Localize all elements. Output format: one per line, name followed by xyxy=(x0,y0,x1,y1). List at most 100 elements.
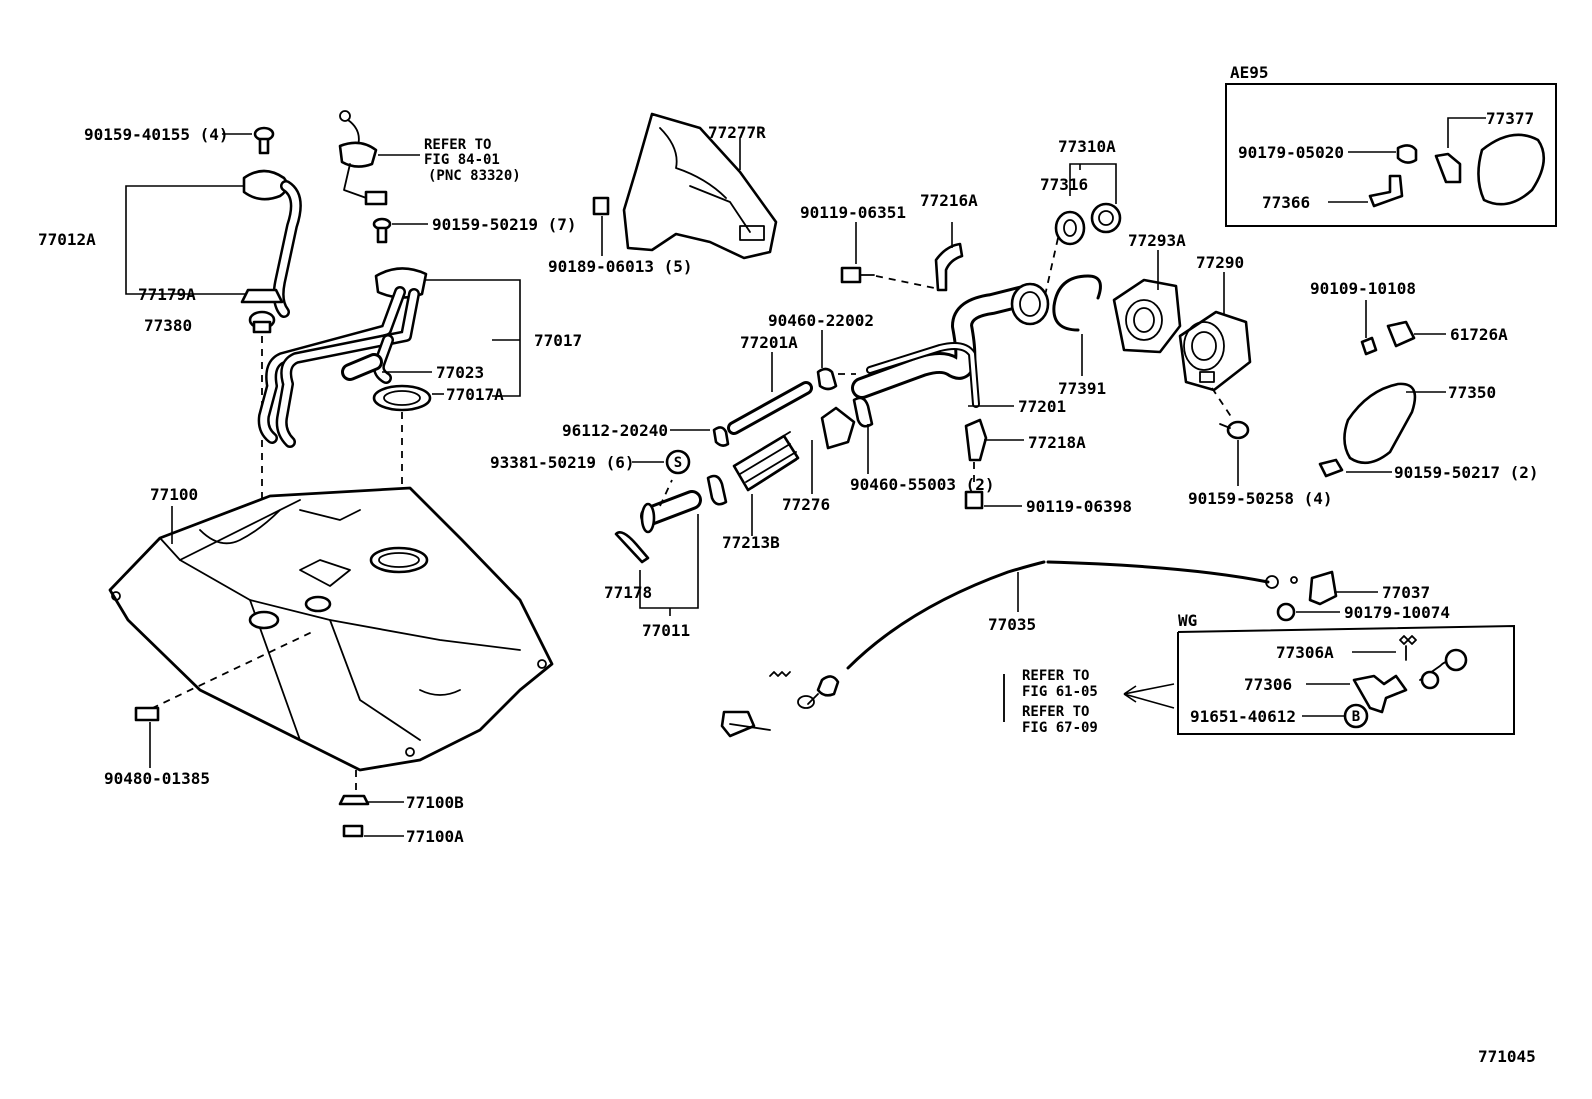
label-77213b: 77213B xyxy=(722,533,780,552)
bolt-77100a xyxy=(342,824,364,838)
label-refer-84-01-line3: (PNC 83320) xyxy=(428,168,521,184)
wg-box-title: WG xyxy=(1178,611,1197,630)
marker-s-circle: S xyxy=(665,449,691,475)
label-90159-50217: 90159-50217 (2) xyxy=(1394,463,1539,482)
label-90159-50258: 90159-50258 (4) xyxy=(1188,489,1333,508)
label-77366: 77366 xyxy=(1262,193,1310,212)
fuel-tank-77100 xyxy=(108,486,554,772)
vent-tube-77012a xyxy=(240,169,302,318)
label-77310a: 77310A xyxy=(1058,137,1116,156)
lid-opener-cable-77035 xyxy=(720,560,1298,738)
lid-77377 xyxy=(1434,133,1546,206)
label-77306: 77306 xyxy=(1244,675,1292,694)
grommet-90179-05020 xyxy=(1396,144,1418,164)
label-77201: 77201 xyxy=(1018,397,1066,416)
clamp-77216a xyxy=(934,242,964,292)
protector-77277r xyxy=(622,112,778,260)
grommet-77310a xyxy=(1090,202,1122,234)
figure-number: 771045 xyxy=(1478,1047,1536,1066)
spring-77306a xyxy=(1399,635,1417,661)
bolt-90159-50219 xyxy=(372,217,392,244)
label-90119-06398: 90119-06398 xyxy=(1026,497,1132,516)
label-77178: 77178 xyxy=(604,583,652,602)
spring-77366 xyxy=(1368,174,1404,208)
label-77216a: 77216A xyxy=(920,191,978,210)
gasket-77316 xyxy=(1054,210,1086,246)
filler-pipe-77201 xyxy=(851,282,1050,408)
bolt-90159-40155 xyxy=(253,126,275,155)
label-91651-40612: 91651-40612 xyxy=(1190,707,1296,726)
label-90159-50219: 90159-50219 (7) xyxy=(432,215,577,234)
label-77100b: 77100B xyxy=(406,793,464,812)
label-77035: 77035 xyxy=(988,615,1036,634)
ae95-box-title: AE95 xyxy=(1230,63,1269,82)
label-77100: 77100 xyxy=(150,485,198,504)
clip-90480-01385 xyxy=(134,706,160,722)
clamp-90460-22002 xyxy=(816,367,838,391)
filler-neck-77293a xyxy=(1112,278,1182,354)
grommet-77380 xyxy=(248,310,276,334)
lever-77306 xyxy=(1352,648,1468,714)
label-90159-40155: 90159-40155 (4) xyxy=(84,125,229,144)
label-90460-22002: 90460-22002 xyxy=(768,311,874,330)
label-77293a: 77293A xyxy=(1128,231,1186,250)
bolt-90119-06398 xyxy=(964,490,984,510)
label-refer-67-09-line2: FIG 67-09 xyxy=(1022,720,1098,736)
breather-hose-77201a xyxy=(727,381,813,435)
lock-77037 xyxy=(1308,570,1338,606)
filler-inlet-77178 xyxy=(614,490,702,564)
label-77290: 77290 xyxy=(1196,253,1244,272)
label-90189-06013: 90189-06013 (5) xyxy=(548,257,693,276)
bellows-hose-77213b xyxy=(732,431,800,492)
label-77218a: 77218A xyxy=(1028,433,1086,452)
screw-90159-50217 xyxy=(1318,458,1344,478)
clip-90189-06013 xyxy=(592,196,610,216)
label-77023: 77023 xyxy=(436,363,484,382)
label-77017a: 77017A xyxy=(446,385,504,404)
label-93381-50219: 93381-50219 (6) xyxy=(490,453,635,472)
label-77306a: 77306A xyxy=(1276,643,1334,662)
label-90179-05020: 90179-05020 xyxy=(1238,143,1344,162)
hose-77023 xyxy=(341,353,383,381)
label-refer-61-05-line1: REFER TO xyxy=(1022,668,1089,684)
marker-b-circle: B xyxy=(1343,703,1369,729)
label-77037: 77037 xyxy=(1382,583,1430,602)
clamp-96112-20240 xyxy=(712,426,730,447)
grommet-90179-10074 xyxy=(1276,602,1296,622)
label-90460-55003: 90460-55003 (2) xyxy=(850,475,995,494)
label-96112-20240: 96112-20240 xyxy=(562,421,668,440)
label-77017: 77017 xyxy=(534,331,582,350)
label-90109-10108: 90109-10108 xyxy=(1310,279,1416,298)
bracket-77218a xyxy=(964,418,988,462)
label-90480-01385: 90480-01385 xyxy=(104,769,210,788)
wg-box xyxy=(1177,624,1515,735)
label-77100a: 77100A xyxy=(406,827,464,846)
label-refer-61-05-line2: FIG 61-05 xyxy=(1022,684,1098,700)
marker-b: B xyxy=(1352,709,1360,725)
label-77277r: 77277R xyxy=(708,123,766,142)
hinge-61726a xyxy=(1386,320,1416,348)
label-77276: 77276 xyxy=(782,495,830,514)
label-refer-84-01-line1: REFER TO xyxy=(424,137,491,153)
labels: 90159-40155 (4) 77012A 77179A 77380 REFE… xyxy=(38,63,1539,1066)
clamp-90460-55003 xyxy=(706,396,874,506)
label-61726a: 61726A xyxy=(1450,325,1508,344)
screw-90159-50258 xyxy=(1219,420,1250,440)
fuel-lid-77350 xyxy=(1343,382,1417,465)
label-77012a: 77012A xyxy=(38,230,96,249)
ring-77391 xyxy=(1052,274,1102,332)
label-90119-06351: 90119-06351 xyxy=(800,203,906,222)
label-77377: 77377 xyxy=(1486,109,1534,128)
label-77391: 77391 xyxy=(1058,379,1106,398)
label-77380: 77380 xyxy=(144,316,192,335)
nut-77100b xyxy=(338,794,370,806)
screw-90109-10108 xyxy=(1360,336,1378,356)
fuel-pump-tube-assembly-77017 xyxy=(257,267,428,448)
label-77316: 77316 xyxy=(1040,175,1088,194)
label-90179-10074: 90179-10074 xyxy=(1344,603,1450,622)
label-77011: 77011 xyxy=(642,621,690,640)
label-refer-67-09-line1: REFER TO xyxy=(1022,704,1089,720)
gasket-77017a xyxy=(372,384,432,412)
label-77179a: 77179A xyxy=(138,285,196,304)
label-refer-84-01-line2: FIG 84-01 xyxy=(424,152,500,168)
